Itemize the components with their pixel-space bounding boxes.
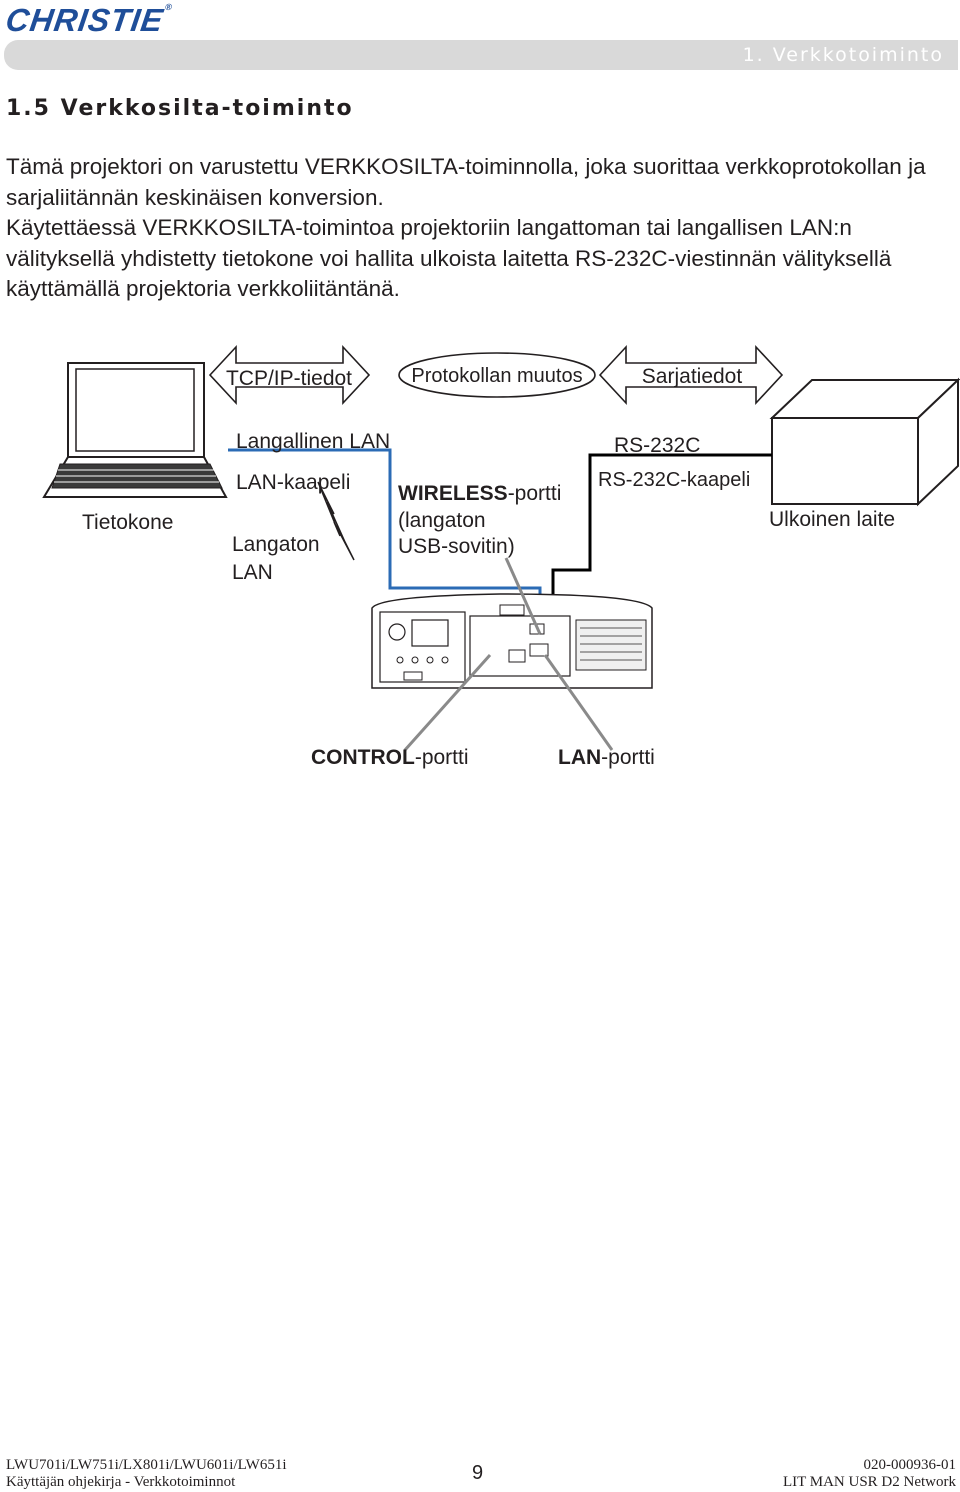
network-bridge-diagram: TCP/IP-tiedot Protokollan muutos Sarjati… <box>42 344 960 769</box>
rs232c-label: RS-232C <box>614 434 700 457</box>
external-device-label: Ulkoinen laite <box>769 508 895 531</box>
wireless-lan-label-line1: Langaton <box>232 533 320 556</box>
projector-icon <box>371 593 653 689</box>
lan-cable-label: LAN-kaapeli <box>236 471 350 494</box>
christie-logo: CHRISTIE® <box>3 2 174 38</box>
footer-models: LWU701i/LW751i/LX801i/LWU601i/LW651i <box>6 1457 287 1473</box>
external-device-icon <box>769 377 960 507</box>
wireless-lan-label-line2: LAN <box>232 561 273 584</box>
chapter-title: 1. Verkkotoiminto <box>742 44 944 66</box>
lan-port-pointer <box>543 654 614 751</box>
serial-label: Sarjatiedot <box>642 365 743 388</box>
wireless-port-label: WIRELESS-portti <box>398 482 561 505</box>
lan-port-label: LAN-portti <box>558 746 655 769</box>
wireless-port-pointer <box>504 557 542 635</box>
protocol-oval <box>398 352 596 398</box>
control-port-pointer <box>403 653 492 752</box>
intro-paragraph-1: Tämä projektori on varustettu VERKKOSILT… <box>6 154 926 210</box>
rs232c-cable-label: RS-232C-kaapeli <box>598 469 750 491</box>
control-port-label-bold: CONTROL <box>311 746 415 769</box>
lan-port-label-rest: -portti <box>601 746 655 769</box>
wireless-port-label-rest: -portti <box>508 482 562 505</box>
computer-label: Tietokone <box>82 511 173 534</box>
wireless-port-label-line3: USB-sovitin) <box>398 535 515 558</box>
serial-arrow <box>598 344 784 406</box>
footer-right: 020-000936-01 LIT MAN USR D2 Network <box>783 1457 956 1491</box>
laptop-icon <box>42 362 228 498</box>
lan-port-label-bold: LAN <box>558 746 601 769</box>
rs232c-line <box>551 453 772 628</box>
page-number: 9 <box>472 1462 484 1484</box>
section-title: 1.5 Verkkosilta-toiminto <box>6 96 354 121</box>
footer-manual: Käyttäjän ohjekirja - Verkkotoiminnot <box>6 1474 236 1490</box>
control-port-label-rest: -portti <box>415 746 469 769</box>
intro-paragraph-2: Käytettäessä VERKKOSILTA-toimintoa proje… <box>6 215 892 301</box>
header-bar <box>4 40 958 70</box>
tcpip-arrow <box>208 344 371 406</box>
wireless-lightning-icon <box>317 481 355 561</box>
intro-text: Tämä projektori on varustettu VERKKOSILT… <box>6 152 946 305</box>
footer-left: LWU701i/LW751i/LX801i/LWU601i/LW651i Käy… <box>6 1457 287 1491</box>
protocol-label: Protokollan muutos <box>411 365 582 387</box>
wireless-port-label-bold: WIRELESS <box>398 482 508 505</box>
footer-doc-code: LIT MAN USR D2 Network <box>782 1474 956 1490</box>
tcpip-label: TCP/IP-tiedot <box>226 367 352 390</box>
wired-lan-label: Langallinen LAN <box>236 430 390 453</box>
footer-doc-number: 020-000936-01 <box>863 1457 957 1473</box>
control-port-label: CONTROL-portti <box>311 746 469 769</box>
wireless-port-label-line2: (langaton <box>398 509 486 532</box>
